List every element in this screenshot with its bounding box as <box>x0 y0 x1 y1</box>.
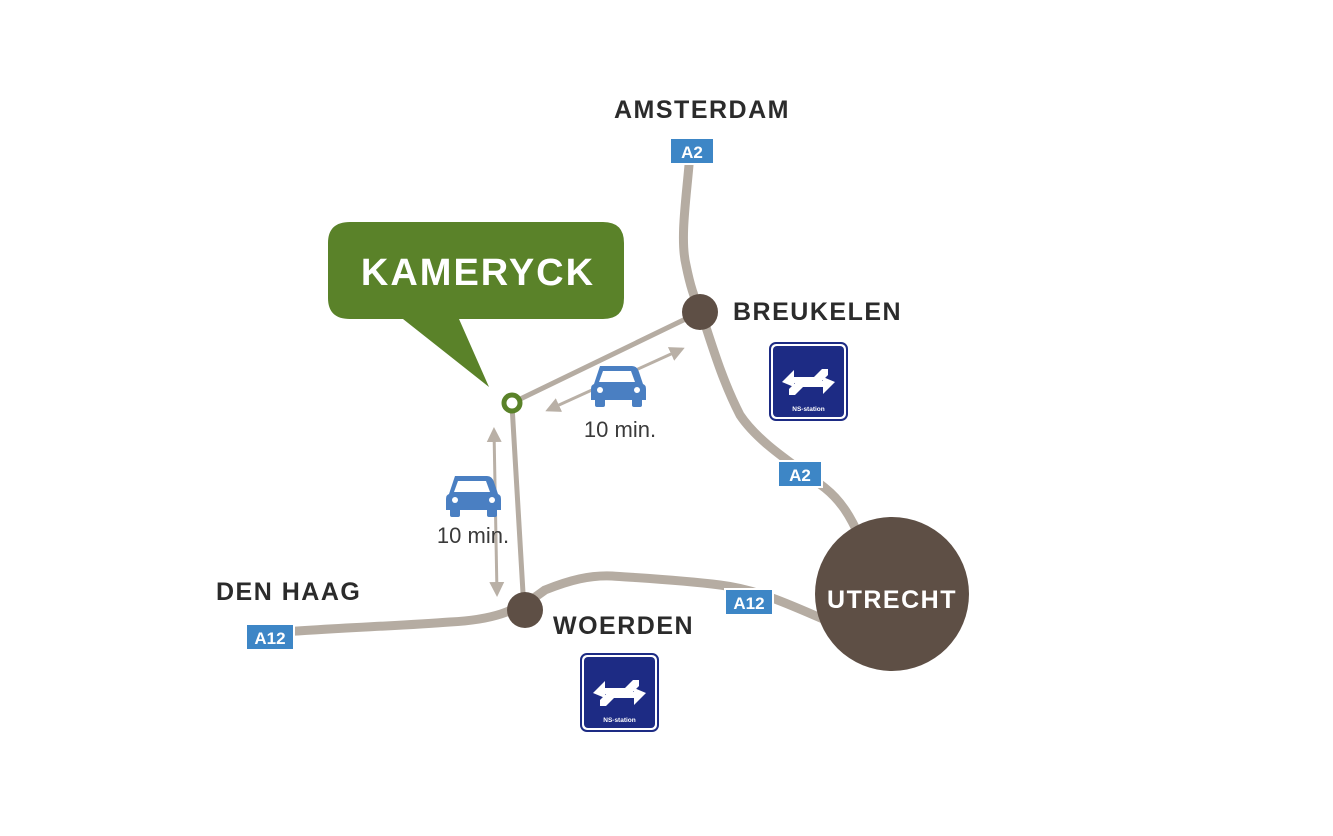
city-label-den-haag: DEN HAAG <box>216 578 361 606</box>
svg-text:A12: A12 <box>254 629 285 648</box>
car-icon <box>591 366 646 407</box>
breukelen-dot <box>682 294 718 330</box>
city-label-woerden: WOERDEN <box>553 612 694 640</box>
location-marker-icon[interactable] <box>501 392 523 414</box>
road-a12 <box>265 571 835 638</box>
destination-name: KAMERYCK <box>361 252 595 294</box>
woerden-dot <box>507 592 543 628</box>
svg-text:A2: A2 <box>681 143 703 162</box>
svg-text:A2: A2 <box>789 466 811 485</box>
svg-text:A12: A12 <box>733 594 764 613</box>
road-shield-a2-north: A2 <box>669 137 715 165</box>
car-icon <box>446 476 501 517</box>
city-label-utrecht: UTRECHT <box>827 586 957 614</box>
utrecht-dot <box>815 517 969 671</box>
road-shield-a12-west: A12 <box>245 623 295 651</box>
svg-text:NS-station: NS-station <box>603 717 636 724</box>
road-kameryck-woerden <box>509 402 527 613</box>
city-label-amsterdam: AMSTERDAM <box>614 96 790 124</box>
travel-time-breukelen: 10 min. <box>584 417 656 442</box>
ns-station-icon: NS-station <box>580 653 659 732</box>
destination-callout: KAMERYCK <box>328 222 624 387</box>
travel-time-woerden: 10 min. <box>437 523 509 548</box>
road-shield-a12-east: A12 <box>724 588 774 616</box>
road-shield-a2-south: A2 <box>777 460 823 488</box>
ns-station-icon: NS-station <box>769 342 848 421</box>
road-a2 <box>678 160 865 543</box>
city-label-breukelen: BREUKELEN <box>733 298 902 326</box>
svg-text:NS-station: NS-station <box>792 406 825 413</box>
